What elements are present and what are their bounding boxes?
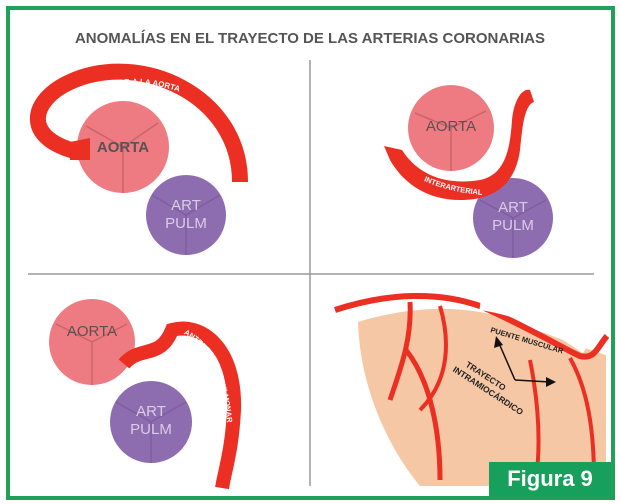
panel-intramyocardial: PUENTE MUSCULAR TRAYECTO INTRAMIOCÁRDICO: [334, 292, 610, 486]
myocardium-shape: [358, 308, 606, 486]
aorta-label: AORTA: [67, 323, 117, 340]
art-label: ART: [498, 199, 528, 216]
diagram-title: ANOMALÍAS EN EL TRAYECTO DE LAS ARTERIAS…: [75, 30, 545, 47]
coronary-branch: [404, 348, 443, 481]
pulm-label: PULM: [165, 215, 207, 232]
coronary-artery-right: [478, 303, 610, 360]
panel-interarterial: AORTA ART PULM INTERARTERIAL: [384, 85, 553, 258]
pulm-label: PULM: [130, 421, 172, 438]
anterior-artery-path: [118, 321, 242, 490]
coronary-branch: [418, 305, 448, 412]
muscle-bridge: [479, 302, 588, 354]
coronary-artery-top: [334, 292, 481, 313]
aorta-label: AORTA: [426, 118, 476, 135]
pulm-label: PULM: [492, 217, 534, 234]
diagram-canvas: ANOMALÍAS EN EL TRAYECTO DE LAS ARTERIAS…: [28, 30, 610, 490]
arrow-up: [497, 340, 516, 381]
panel-anterior-pulmonary: AORTA ART PULM ANTERIOR A LA PULMONAR: [49, 299, 242, 490]
interarterial-artery-path: [384, 89, 534, 200]
art-label: ART: [171, 197, 201, 214]
aorta-label: AORTA: [97, 139, 149, 156]
coronary-branch: [387, 301, 413, 401]
arrow-right: [514, 379, 551, 383]
figure-frame: ANOMALÍAS EN EL TRAYECTO DE LAS ARTERIAS…: [6, 6, 615, 500]
art-label: ART: [136, 403, 166, 420]
panel-posterior-aorta: AORTA ART PULM TRAYECTO POSTERIOR A LA A…: [30, 63, 248, 255]
figure-badge: Figura 9: [489, 462, 611, 496]
posterior-artery-path: [30, 63, 248, 183]
